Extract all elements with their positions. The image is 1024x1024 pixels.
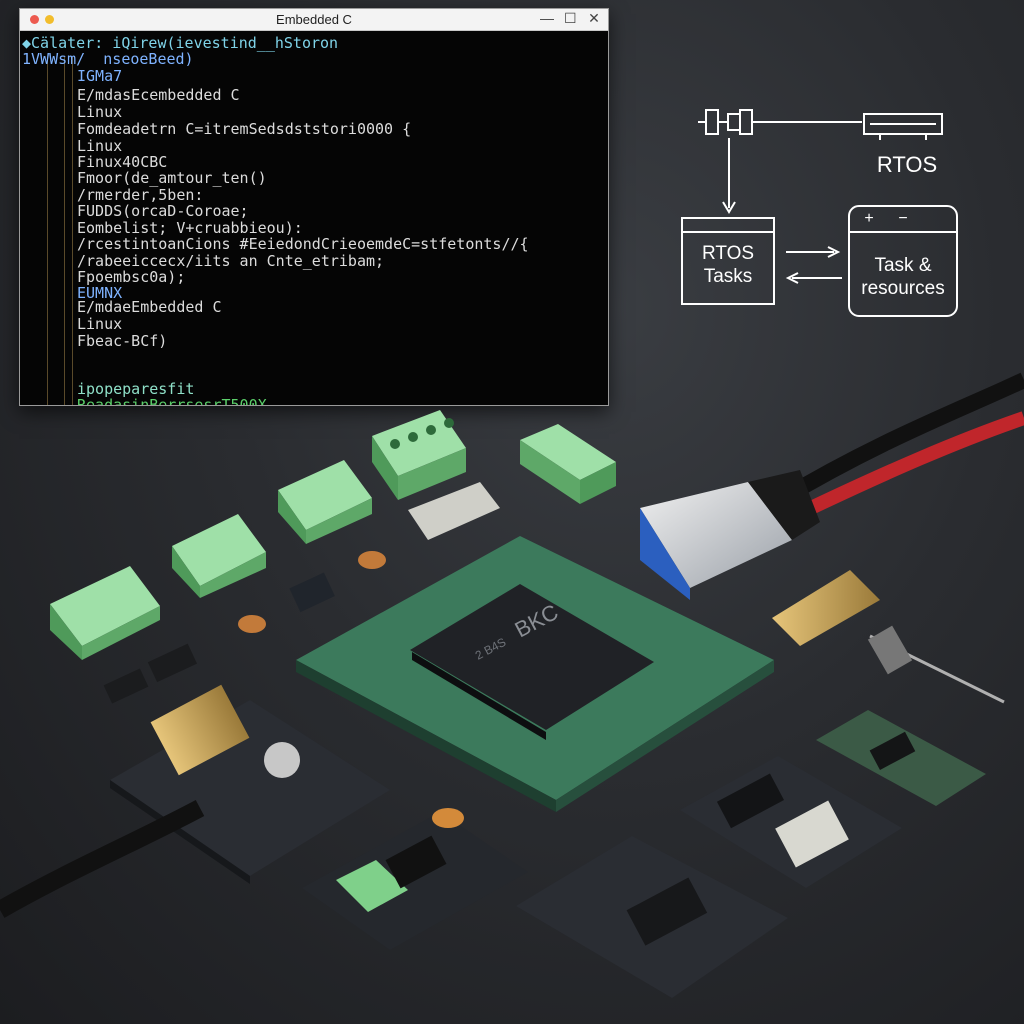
capacitor xyxy=(358,551,386,569)
code-line[interactable]: /rcestintoanCions #EeiedondCrieoemdeC=st… xyxy=(77,235,529,253)
electrolytic-capacitor xyxy=(264,742,300,778)
maximize-button[interactable]: ☐ xyxy=(564,10,577,26)
window-titlebar[interactable]: Embedded C — ☐ ✕ xyxy=(20,9,608,31)
indent-guide xyxy=(64,57,65,405)
ic-component xyxy=(626,877,708,946)
main-pcb xyxy=(296,536,774,812)
red-cable xyxy=(786,411,1024,525)
ic-component xyxy=(869,731,916,770)
code-line[interactable]: Fpoembsc0a); xyxy=(77,268,186,286)
code-line[interactable]: Linux xyxy=(77,315,123,333)
indent-guide xyxy=(72,57,73,405)
code-line[interactable]: E/mdasEcembedded C xyxy=(77,86,240,104)
code-line[interactable]: Fbeac-BCf) xyxy=(77,332,168,350)
capacitor xyxy=(432,808,464,828)
terminal-block xyxy=(278,460,372,544)
terminal-block xyxy=(372,410,466,500)
sma-connector xyxy=(772,570,880,646)
code-line[interactable]: 1VWWsm/ nseoeBeed) xyxy=(22,50,194,68)
black-cable xyxy=(775,372,1024,507)
code-line[interactable]: /rmerder,5ben: xyxy=(77,186,204,204)
module-board-center xyxy=(302,808,528,950)
task-resources-label: Task & resources xyxy=(849,254,957,300)
usb-connector xyxy=(640,470,820,600)
code-line[interactable]: ◆Cälater: iQirew(ievestind__hStoron xyxy=(22,34,339,52)
code-line[interactable]: IGMa7 xyxy=(77,67,123,85)
indent-guide xyxy=(47,57,48,405)
module-board-right xyxy=(680,756,902,888)
code-line[interactable]: Linux xyxy=(77,137,123,155)
code-line[interactable]: /rabeeiccecx/iits an Cnte_etribam; xyxy=(77,252,385,270)
task-resources-line2: resources xyxy=(861,278,945,299)
connector-nut xyxy=(867,625,913,675)
sensor-board-left xyxy=(110,684,390,884)
code-line[interactable]: Finux40CBC xyxy=(77,153,168,171)
terminal-block xyxy=(172,514,266,598)
code-line[interactable]: EUMNX xyxy=(77,284,123,302)
ic-component xyxy=(385,835,447,889)
code-line[interactable]: Eombelist; V+cruabbieou): xyxy=(77,219,303,237)
shield-can xyxy=(775,800,849,868)
close-button[interactable]: ✕ xyxy=(588,10,600,26)
minimize-button[interactable]: — xyxy=(540,10,554,26)
code-line[interactable]: Fomdeadetrn C=itremSedsdststori0000 { xyxy=(77,120,412,138)
minimize-dot-icon[interactable] xyxy=(45,15,54,24)
rtos-tasks-line1: RTOS xyxy=(701,243,755,264)
terminal-block xyxy=(520,424,616,504)
task-resources-line1: Task & xyxy=(874,255,932,276)
module-board-bottom xyxy=(516,836,788,998)
ic-component xyxy=(103,668,149,704)
plus-sign: + xyxy=(864,210,874,227)
rtos-tasks-label: RTOS Tasks xyxy=(682,242,774,288)
capacitor xyxy=(238,615,266,633)
module-board-small xyxy=(816,710,986,806)
ethernet-cable xyxy=(0,800,205,918)
rtos-title: RTOS xyxy=(876,152,938,177)
code-line[interactable]: ReadasinBerrsesrT500X xyxy=(77,396,267,406)
terminal-block xyxy=(50,566,160,660)
crystal-oscillator xyxy=(408,482,500,540)
code-line[interactable]: E/mdaeEmbedded C xyxy=(77,298,222,316)
code-line[interactable]: Fmoor(de_amtour_ten() xyxy=(77,169,267,187)
code-line[interactable]: Linux xyxy=(77,103,123,121)
code-line[interactable]: ipopeparesfit xyxy=(77,380,195,398)
close-dot-icon[interactable] xyxy=(30,15,39,24)
rtos-tasks-line2: Tasks xyxy=(703,266,753,287)
microcontroller-chip xyxy=(410,584,654,730)
terminal-block xyxy=(336,860,408,912)
ic-component xyxy=(147,643,198,683)
code-editor-window[interactable]: Embedded C — ☐ ✕ ◆Cälater: iQirew(ievest… xyxy=(19,8,609,406)
code-line[interactable]: FUDDS(orcaD-Coroae; xyxy=(77,202,249,220)
ic-component xyxy=(716,773,784,829)
minus-sign: − xyxy=(898,210,908,227)
ic-component xyxy=(289,572,335,613)
window-title: Embedded C xyxy=(276,12,352,27)
